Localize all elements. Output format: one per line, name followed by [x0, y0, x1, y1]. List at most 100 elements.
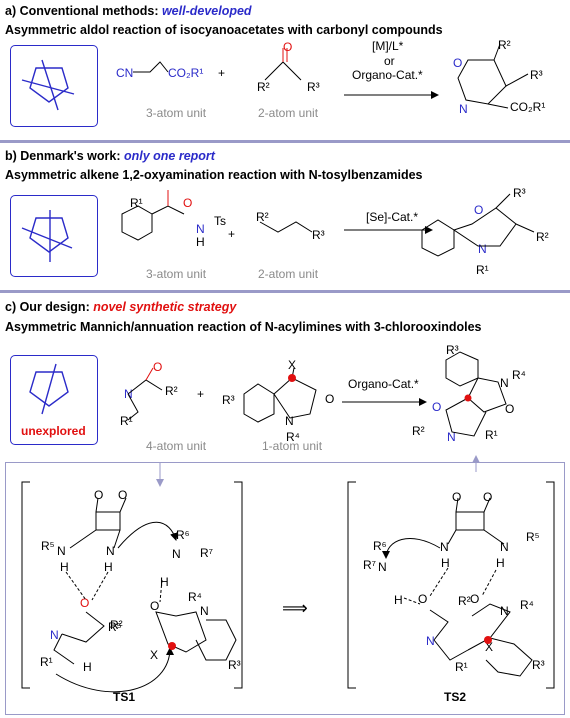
unit-label-b1: 3-atom unit: [146, 267, 207, 281]
benzamide-ts: Ts: [214, 214, 226, 228]
ts2-sq-o2: O: [483, 490, 493, 504]
oxindole-n: N: [285, 414, 294, 428]
section-b-highlight: only one report: [123, 149, 215, 163]
section-c-highlight: novel synthetic strategy: [93, 300, 237, 314]
prod-b-n: N: [478, 242, 487, 256]
ts1-r7: R⁷: [200, 546, 214, 560]
alkene-r3: R³: [312, 228, 325, 242]
benzamide-o: O: [183, 196, 193, 210]
isocyano-ester: CO₂R¹: [168, 66, 204, 80]
cond-b: [Se]-Cat.*: [366, 210, 419, 224]
isocyano-cn: CN: [116, 66, 134, 80]
unexplored-label: unexplored: [21, 424, 86, 438]
unit-label-a2: 2-atom unit: [258, 106, 319, 120]
prod-c-r1: R¹: [485, 428, 498, 442]
section-a-subtitle: Asymmetric aldol reaction of isocyanoace…: [5, 23, 443, 37]
prod-c-o: O: [432, 400, 442, 414]
ts1-x: X: [150, 648, 159, 662]
carbonyl-r3: R³: [307, 80, 320, 94]
prod-b-r3: R³: [513, 186, 526, 200]
ts1-h-imine: H: [83, 660, 92, 674]
carbonyl-o: O: [283, 40, 293, 54]
ts2-n2: N: [440, 540, 449, 554]
ts2-r4: R⁴: [520, 598, 534, 612]
ts2-sq-o1: O: [452, 490, 462, 504]
ts1-r5: R⁵: [41, 539, 55, 553]
plus-b: +: [228, 227, 236, 241]
section-a-header: a) Conventional methods: well-developed: [5, 4, 252, 18]
oxazoline-motif-box-b: [10, 195, 98, 277]
ts2-r3: R³: [532, 658, 545, 672]
ts2-label: TS2: [444, 690, 467, 704]
prod-c-n-ring: N: [447, 430, 456, 444]
unit-label-a1: 3-atom unit: [146, 106, 207, 120]
ts2-n-ox: N: [500, 604, 509, 618]
prod-c-r3: R³: [446, 343, 459, 357]
ts1-n-ox: N: [200, 604, 209, 618]
prod-a-r2: R²: [498, 38, 511, 52]
prod-a-ester: CO₂R¹: [510, 100, 546, 114]
plus-c: +: [197, 387, 205, 401]
ts2-n1: N: [378, 560, 387, 574]
section-b-label: b) Denmark's work:: [5, 149, 124, 163]
prod-b-o: O: [474, 203, 484, 217]
section-c-subtitle: Asymmetric Mannich/annuation reaction of…: [5, 320, 482, 334]
ts2-o-carbonyl: O: [470, 592, 480, 606]
acylimine-r1: R¹: [120, 414, 133, 428]
ts2-r2: R²: [458, 594, 471, 608]
oxindole-x: X: [288, 358, 297, 372]
benzamide-h: H: [196, 235, 205, 249]
section-c-header: c) Our design: novel synthetic strategy: [5, 300, 236, 314]
section-divider-b: [0, 140, 570, 143]
ts2-r7: R⁷: [363, 558, 377, 572]
prod-b-r1: R¹: [476, 263, 489, 277]
motif-icon-a: [21, 59, 75, 111]
ts1-label: TS1: [113, 690, 136, 704]
section-a-label: a) Conventional methods:: [5, 4, 162, 18]
ts1-n2: N: [106, 544, 115, 558]
ts1-acyl-o: O: [80, 596, 90, 610]
ts2-r6: R⁶: [373, 539, 387, 553]
ts2-n-imine: N: [426, 634, 435, 648]
ts1-acyl-r2: R²: [110, 618, 123, 632]
ts1-r6: R⁶: [176, 528, 190, 542]
ts1-h2: H: [104, 560, 113, 574]
unit-label-c1: 4-atom unit: [146, 439, 207, 453]
carbonyl-r2: R²: [257, 80, 270, 94]
oxazoline-motif-box-c: [10, 355, 98, 445]
ts1-sq-o1: O: [94, 488, 104, 502]
acylimine-o: O: [153, 360, 163, 374]
prod-a-o: O: [453, 56, 463, 70]
ts1-r2: R⁵: [108, 620, 122, 634]
motif-icon-c: [29, 363, 69, 415]
ts2-h1: H: [394, 593, 403, 607]
ts1-h3: H: [160, 575, 169, 589]
motif-icon-b: [21, 210, 73, 262]
oxazoline-motif-box-a: [10, 45, 98, 127]
ts2-x: X: [485, 640, 494, 654]
ts1-r4: R⁴: [188, 590, 202, 604]
mechanism-frame: [5, 462, 565, 715]
section-c-label: c) Our design:: [5, 300, 94, 314]
plus-a: +: [218, 66, 226, 80]
ts1-enolate-o: O: [150, 599, 160, 613]
ts2-enolate-o: O: [418, 592, 428, 606]
cond-a1: [M]/L*: [372, 39, 404, 53]
flow-arrows: [156, 455, 480, 487]
reactive-carbon-markers: [168, 374, 492, 650]
ts1-r1: R¹: [40, 655, 53, 669]
section-b-subtitle: Asymmetric alkene 1,2-oxyamination react…: [5, 168, 423, 182]
cond-c: Organo-Cat.*: [348, 377, 419, 391]
oxindole-r3: R³: [222, 393, 235, 407]
cond-a2: or: [384, 54, 395, 68]
unit-label-c2: 1-atom unit: [262, 439, 323, 453]
prod-c-o-carbonyl: O: [505, 402, 515, 416]
section-a-highlight: well-developed: [161, 4, 252, 18]
prod-c-r2: R²: [412, 424, 425, 438]
section-b-header: b) Denmark's work: only one report: [5, 149, 215, 163]
ts-equilibrium-arrow: ⟹: [282, 598, 308, 618]
ts1-r3: R³: [228, 658, 241, 672]
prod-b-r2: R²: [536, 230, 549, 244]
oxindole-r4: R⁴: [286, 430, 300, 444]
ts1-sq-o2: O: [118, 488, 128, 502]
